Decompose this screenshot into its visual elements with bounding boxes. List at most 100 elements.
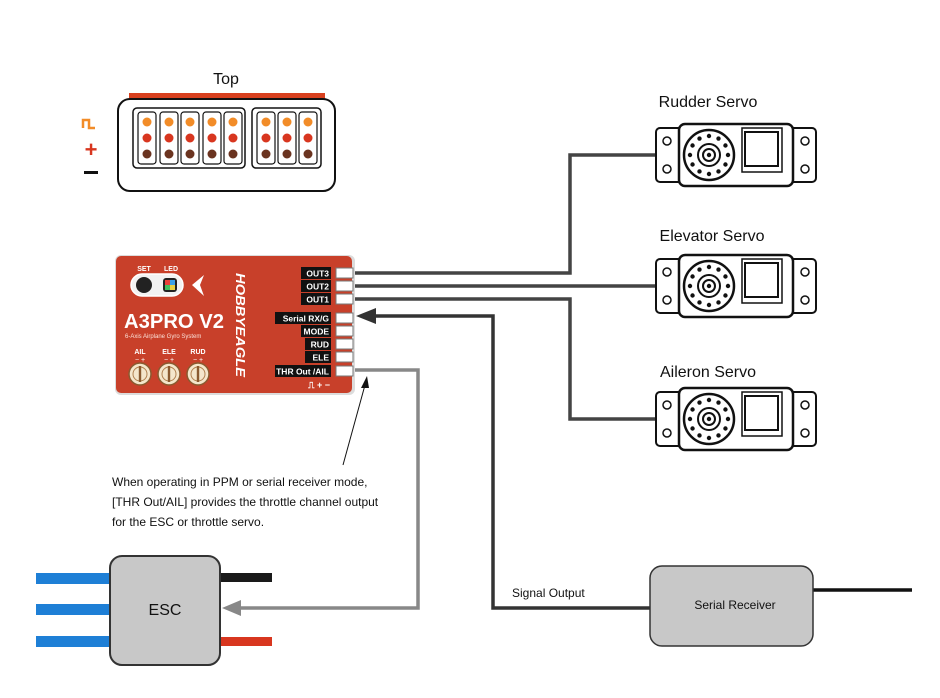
top-view-title: Top <box>213 71 239 88</box>
port-label-out3: OUT3 <box>306 269 329 279</box>
servo-label-plate <box>744 262 779 298</box>
servo-horn-center <box>706 416 712 422</box>
port-connector <box>335 351 354 363</box>
servo-horn-hole <box>706 397 712 403</box>
servo-horn-hole <box>697 433 702 438</box>
servo-horn-hole <box>690 143 695 148</box>
servo-mount-hole <box>800 267 810 277</box>
servo <box>655 386 817 452</box>
servo-horn-center <box>706 283 712 289</box>
set-button[interactable] <box>136 277 152 293</box>
servo-mount-hole <box>662 136 672 146</box>
esc-motor-wire-2 <box>36 604 112 615</box>
servo-mount-hole <box>800 164 810 174</box>
servo <box>655 122 817 188</box>
servo-horn-hole <box>697 400 702 405</box>
minus-pin <box>164 149 174 159</box>
port-connector <box>335 325 354 337</box>
servo-mount-hole <box>800 400 810 410</box>
rudder-servo-label: Rudder Servo <box>659 94 758 111</box>
servo-horn-hole <box>706 435 712 441</box>
led-label: LED <box>164 266 178 273</box>
servo-horn-hole <box>690 293 695 298</box>
esc: ESC <box>36 555 272 666</box>
signal-pin <box>185 117 195 127</box>
note-pointer-arrow-icon <box>361 376 369 388</box>
servo-horn-hole <box>706 302 712 308</box>
note-line-3: for the ESC or throttle servo. <box>112 515 265 529</box>
set-label: SET <box>137 266 151 273</box>
note-pointer <box>342 384 366 466</box>
servo-label-frame <box>741 391 783 437</box>
elevator-servo-label: Elevator Servo <box>660 228 765 245</box>
port-label-bg <box>301 267 331 279</box>
servo-horn-hole <box>716 400 721 405</box>
servo-mount-hole <box>800 428 810 438</box>
servo-horn-hole <box>725 416 731 422</box>
servo-horn-hole <box>716 267 721 272</box>
port-label-serial-rx-g: Serial RX/G <box>283 314 330 324</box>
servo-horn-hole <box>723 143 728 148</box>
aileron-servo-label: Aileron Servo <box>660 364 756 381</box>
trim-knobs: AIL− +ELE− +RUD− + <box>128 349 210 386</box>
servo-horn-hole <box>706 133 712 139</box>
port-label-bg <box>275 365 331 377</box>
servo-horn-hole <box>716 169 721 174</box>
trim-knob-slot <box>167 366 171 382</box>
esc-motor-wire-3 <box>36 636 112 647</box>
servo-horn-hole <box>690 162 695 167</box>
esc-minus-wire <box>218 573 272 582</box>
port-connector <box>335 267 354 279</box>
servo <box>655 253 817 319</box>
minus-pin <box>261 149 271 159</box>
servo-horn-hole <box>723 274 728 279</box>
servo-horn-hole <box>690 407 695 412</box>
servo-horn-hole <box>697 300 702 305</box>
servo-horn-hole <box>687 416 693 422</box>
port-label-ele: ELE <box>312 353 329 363</box>
servo-label-frame <box>741 127 783 173</box>
port-label-bg <box>301 325 331 337</box>
receiver-box <box>649 565 814 647</box>
arrow-esc-icon <box>222 600 241 616</box>
led-green-icon <box>165 285 170 290</box>
serial-receiver: Serial Receiver Signal Output <box>512 565 814 647</box>
model-name: A3PRO V2 <box>124 311 224 333</box>
knob-sign: − + <box>164 357 174 364</box>
servo-mount-hole <box>662 164 672 174</box>
wire-thr-esc <box>240 368 420 610</box>
minus-symbol-icon <box>84 171 98 174</box>
servo-horn-hole <box>716 300 721 305</box>
port-label-bg <box>305 351 331 363</box>
servo-horn-hole <box>687 152 693 158</box>
pin-columns <box>137 111 318 165</box>
plus-pin <box>164 133 174 143</box>
trim-knob-slot <box>138 366 142 382</box>
servos <box>655 122 817 452</box>
servo-mount-hole <box>800 136 810 146</box>
signal-pin <box>142 117 152 127</box>
wire-receiver-serial <box>376 314 650 610</box>
led-blue-icon <box>170 280 175 285</box>
port-label-rud: RUD <box>311 340 329 350</box>
signal-symbol-icon <box>81 118 95 130</box>
esc-motor-wire-1 <box>36 573 112 584</box>
led-yellow-icon <box>170 285 175 290</box>
minus-pin <box>207 149 217 159</box>
led-red-icon <box>165 280 170 285</box>
servo-horn-hole <box>690 426 695 431</box>
servo-horn-hole <box>716 136 721 141</box>
plus-pin <box>185 133 195 143</box>
servo-mount-hole <box>662 400 672 410</box>
servo-horn-hole <box>697 267 702 272</box>
top-view-bar <box>129 93 325 99</box>
brand-name: HOBBYEAGLE <box>233 273 248 377</box>
note-line-1: When operating in PPM or serial receiver… <box>112 475 368 489</box>
servo-label-plate <box>744 131 779 167</box>
model-subtitle: 6-Axis Airplane Gyro System <box>125 334 201 340</box>
port-label-bg <box>275 312 331 324</box>
wire-out1-aileron <box>353 297 660 421</box>
servo-horn-hole <box>697 169 702 174</box>
servo-horn-hole <box>706 171 712 177</box>
port-label-bg <box>305 338 331 350</box>
